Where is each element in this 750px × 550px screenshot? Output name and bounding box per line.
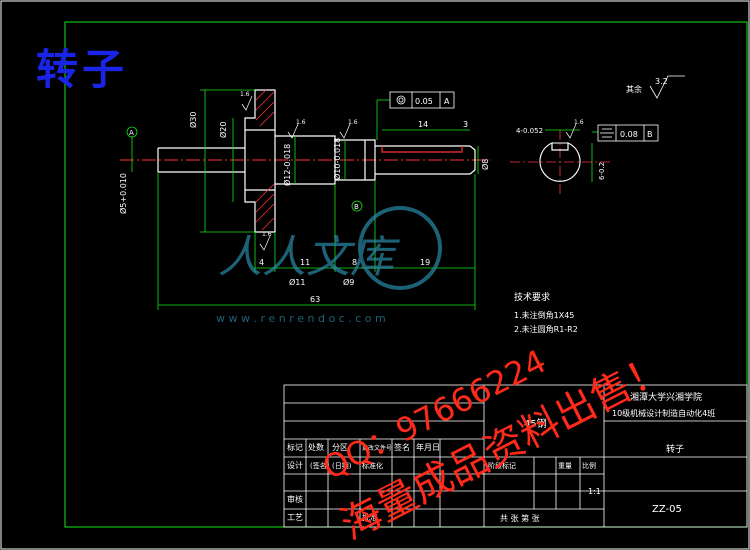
dim-d8: Ø8 <box>480 159 490 170</box>
dim-len-4: 4 <box>259 258 264 267</box>
symmetry-tolerance-frame: 0.08 B <box>592 124 659 142</box>
runout-value: 0.05 <box>415 97 433 106</box>
tb-material: 45钢 <box>524 417 547 430</box>
keyway-section-view: 4-0.052 6-0.2 <box>510 127 610 194</box>
tb-biaozhunhua: 标准化 <box>362 461 383 470</box>
tb-scale: 1:1 <box>588 487 601 496</box>
tech-req-item-2: 2.未注圆角R1-R2 <box>514 324 578 334</box>
roughness-mark-3: 1.6 <box>240 91 250 98</box>
tb-biaoji: 标记 <box>287 442 303 452</box>
dim-key-6: 6-0.2 <box>598 162 606 180</box>
datum-b-label: B <box>354 203 359 211</box>
tb-bili: 比例 <box>582 461 596 470</box>
dim-len-19: 19 <box>420 258 430 267</box>
roughness-mark-1: 1.6 <box>296 119 306 126</box>
roughness-note-value: 3.2 <box>655 77 668 86</box>
drawing-title: 转子 <box>36 45 129 94</box>
dim-key-4: 4-0.052 <box>516 127 543 135</box>
tb-qianming-p: (签名) <box>310 461 330 470</box>
roughness-note-label: 其余 <box>626 84 642 94</box>
tb-gongyi: 工艺 <box>287 513 303 522</box>
tb-class: 10级机械设计制造自动化4班 <box>612 408 715 418</box>
dim-d9: Ø9 <box>343 277 354 287</box>
tb-drawing-number: ZZ-05 <box>652 504 682 515</box>
tb-wenjian: 更改文件号 <box>362 444 392 452</box>
datum-b-marker: B <box>351 200 363 212</box>
tb-nianyueri: 年月日 <box>416 442 440 452</box>
datum-a-label: A <box>129 129 134 137</box>
dim-len-3: 3 <box>463 120 468 129</box>
roughness-mark-4: 1.6 <box>574 119 584 126</box>
tb-fenqu: 分区 <box>332 443 348 452</box>
shaft-outline <box>157 89 476 233</box>
tb-zhongliang: 重量 <box>558 462 572 470</box>
tb-part-name: 转子 <box>666 443 684 455</box>
roughness-symbol-icon <box>649 75 685 99</box>
dim-d12: Ø12-0.018 <box>282 144 292 186</box>
tech-req-item-1: 1.未注倒角1X45 <box>514 310 574 320</box>
tb-chushu: 处数 <box>308 442 324 452</box>
circular-runout-icon <box>396 95 406 105</box>
tb-riqi-p: (日期) <box>332 462 352 470</box>
tb-sheet-info: 共 张 第 张 <box>500 513 540 523</box>
dim-d11: Ø11 <box>289 277 305 287</box>
title-block-grid <box>283 384 748 528</box>
dim-d30: Ø30 <box>188 112 198 128</box>
dim-len-63: 63 <box>310 295 320 304</box>
dim-d10: Ø10-0.018 <box>332 138 342 180</box>
roughness-note: 其余 3.2 <box>626 75 685 99</box>
tech-req-heading: 技术要求 <box>514 291 550 303</box>
symmetry-datum: B <box>647 130 653 139</box>
runout-datum: A <box>444 97 450 106</box>
watermark-logo: 人人文库 w w w . r e n r e n d o c . c o m <box>216 206 442 325</box>
watermark-site: w w w . r e n r e n d o c . c o m <box>216 312 386 325</box>
dim-d5: Ø5+0.010 <box>118 173 128 214</box>
dim-len-8: 8 <box>352 258 357 267</box>
tb-pizhun: 批准 <box>362 512 378 522</box>
symmetry-value: 0.08 <box>620 130 638 139</box>
dim-len-11: 11 <box>300 258 310 267</box>
flange-hatch <box>255 89 275 231</box>
roughness-mark-5: 1.6 <box>262 231 272 238</box>
symmetry-icon <box>600 128 614 138</box>
tb-shenhe: 审核 <box>287 494 303 504</box>
dimension-lines <box>131 89 479 310</box>
tb-school: 湘潭大学兴湘学院 <box>630 391 702 403</box>
dim-d20: Ø20 <box>218 122 228 138</box>
watermark-logo-text: 人人文库 <box>218 232 401 283</box>
tech-requirements: 技术要求 1.未注倒角1X45 2.未注圆角R1-R2 <box>514 291 578 334</box>
dim-len-14: 14 <box>418 120 428 129</box>
tb-qianming: 签名 <box>394 442 410 452</box>
title-block-text: 湘潭大学兴湘学院 10级机械设计制造自动化4班 45钢 转子 ZZ-05 1:1… <box>287 391 715 523</box>
tb-jieduan: 阶段标记 <box>488 461 516 470</box>
roughness-marks: 1.6 1.6 1.6 1.6 1.6 <box>240 91 584 251</box>
datum-a-marker: A <box>126 126 138 138</box>
runout-tolerance-frame: 0.05 A <box>389 91 455 109</box>
roughness-mark-2: 1.6 <box>348 119 358 126</box>
tb-sheji: 设计 <box>287 460 303 470</box>
